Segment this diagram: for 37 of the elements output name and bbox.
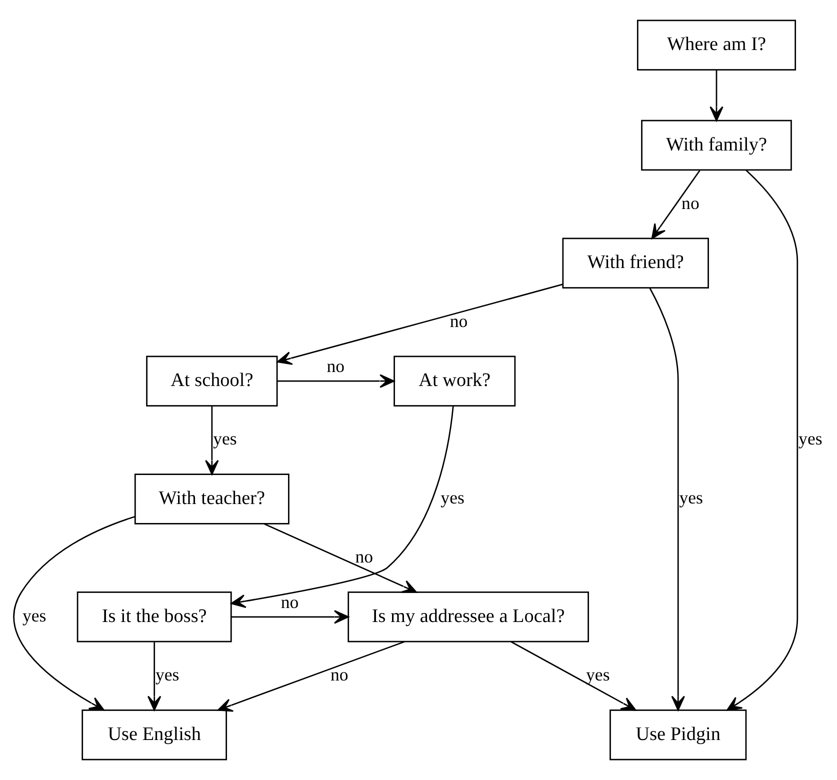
node-box: With teacher? — [134, 474, 290, 524]
edge-label: no — [682, 192, 700, 213]
node-box: Where am I? — [636, 20, 796, 71]
node-box: With family? — [641, 120, 792, 171]
arrow — [278, 374, 395, 388]
arrow — [13, 516, 136, 711]
edge-label: yes — [798, 428, 822, 449]
edge-label: yes — [213, 428, 237, 449]
arrow — [230, 406, 454, 608]
edge-label: yes — [22, 606, 46, 626]
edge-label: no — [450, 310, 468, 331]
node-box: With friend? — [562, 238, 709, 289]
arrow — [510, 641, 636, 711]
arrow — [217, 641, 405, 712]
edge-label: yes — [440, 488, 464, 508]
edge-label: no — [355, 546, 374, 567]
arrow — [726, 170, 798, 711]
node-box: Use English — [82, 709, 227, 760]
arrow — [651, 170, 700, 240]
edge-label: no — [280, 592, 299, 612]
arrow — [205, 406, 219, 475]
node-box: Is my addressee a Local? — [348, 592, 589, 642]
edge-label: yes — [679, 488, 704, 508]
arrow — [147, 642, 162, 711]
arrow — [264, 523, 417, 593]
node-box: Is it the boss? — [76, 592, 232, 642]
edge-label: yes — [155, 664, 180, 685]
edge-label: no — [326, 356, 345, 376]
node-box: At work? — [394, 356, 516, 406]
node-box: Use Pidgin — [610, 709, 747, 760]
edge-label: no — [330, 664, 348, 685]
arrow — [276, 284, 563, 365]
arrow — [649, 288, 685, 711]
edge-label: yes — [586, 664, 610, 685]
arrow — [710, 70, 724, 122]
node-box: At school? — [146, 356, 278, 406]
arrow — [231, 610, 349, 624]
